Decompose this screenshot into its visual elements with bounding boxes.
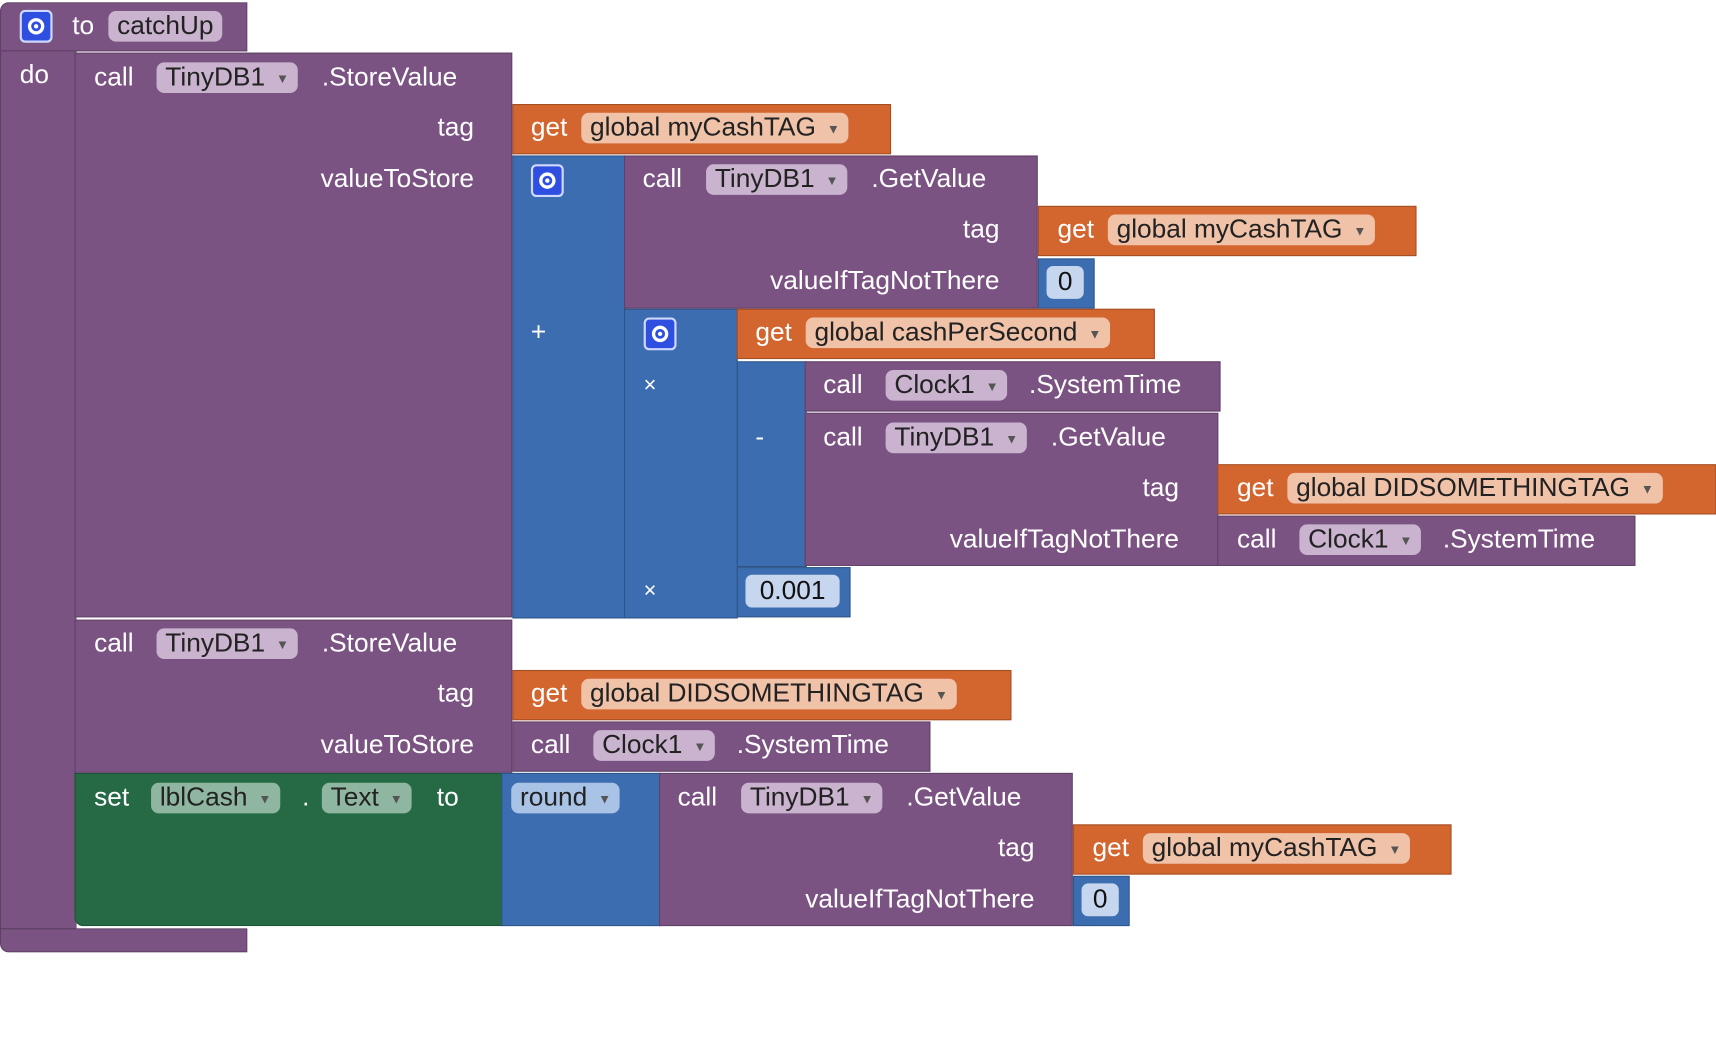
call-label: call <box>823 370 863 400</box>
call-label: call <box>642 164 683 194</box>
math-subtract-block[interactable] <box>736 361 807 568</box>
triangle-down-icon: ▼ <box>860 791 874 807</box>
call-label: call <box>94 628 134 658</box>
plus-operator: + <box>530 317 547 348</box>
procedure-name-field[interactable]: catchUp <box>108 10 223 42</box>
get-label: get <box>530 112 568 143</box>
to-label: to <box>436 782 459 813</box>
number-field[interactable]: 0 <box>1081 883 1119 917</box>
triangle-down-icon: ▼ <box>276 70 290 87</box>
gear-icon[interactable] <box>643 317 677 351</box>
store-value-method: .StoreValue <box>321 62 458 92</box>
variable-dropdown[interactable]: global myCashTAG▼ <box>581 112 849 144</box>
clock-dropdown[interactable]: Clock1▼ <box>885 370 1008 401</box>
call-label: call <box>530 730 571 760</box>
get-label: get <box>530 678 568 709</box>
triangle-down-icon: ▼ <box>1388 841 1402 857</box>
number-field[interactable]: 0.001 <box>745 574 840 608</box>
property-dropdown[interactable]: Text▼ <box>321 782 412 814</box>
math-multiply-block[interactable] <box>623 308 738 619</box>
tag-label: tag <box>997 833 1035 863</box>
tinydb-dropdown[interactable]: TinyDB1▼ <box>156 62 298 94</box>
triangle-down-icon: ▼ <box>1353 222 1367 239</box>
value-if-tag-not-there-label: valueIfTagNotThere <box>949 524 1179 554</box>
value-to-store-label: valueToStore <box>320 730 475 760</box>
system-time-method: .SystemTime <box>736 730 890 760</box>
tinydb-dropdown[interactable]: TinyDB1▼ <box>156 628 298 660</box>
triangle-down-icon: ▼ <box>985 378 999 394</box>
triangle-down-icon: ▼ <box>389 791 403 807</box>
call-label: call <box>1237 524 1277 554</box>
get-value-method: .GetValue <box>906 782 1022 813</box>
times-operator: × <box>643 373 657 398</box>
tinydb-dropdown[interactable]: TinyDB1▼ <box>885 422 1027 454</box>
variable-dropdown[interactable]: global myCashTAG▼ <box>1107 214 1376 246</box>
tinydb-dropdown[interactable]: TinyDB1▼ <box>706 164 848 195</box>
triangle-down-icon: ▼ <box>693 738 707 754</box>
minus-operator: - <box>755 422 765 453</box>
round-dropdown[interactable]: round▼ <box>511 782 620 814</box>
gear-icon[interactable] <box>530 164 564 198</box>
tag-label: tag <box>1142 472 1179 503</box>
procedure-body-rail <box>0 50 77 930</box>
triangle-down-icon: ▼ <box>826 121 840 137</box>
math-add-block[interactable] <box>512 155 627 619</box>
gear-icon[interactable] <box>19 9 53 43</box>
dot-separator: . <box>302 782 310 813</box>
tag-label: tag <box>962 214 1000 245</box>
system-time-block[interactable] <box>512 721 931 772</box>
procedure-bottom <box>0 928 248 953</box>
tag-label: tag <box>437 678 475 709</box>
clock-dropdown[interactable]: Clock1▼ <box>1299 524 1422 556</box>
get-value-method: .GetValue <box>871 164 987 194</box>
triangle-down-icon: ▼ <box>825 172 839 188</box>
variable-dropdown[interactable]: global DIDSOMETHINGTAG▼ <box>581 678 957 710</box>
variable-dropdown[interactable]: global myCashTAG▼ <box>1142 833 1411 864</box>
triangle-down-icon: ▼ <box>276 636 290 653</box>
triangle-down-icon: ▼ <box>1005 430 1019 447</box>
triangle-down-icon: ▼ <box>1399 532 1413 549</box>
triangle-down-icon: ▼ <box>934 687 948 703</box>
store-value-method: .StoreValue <box>321 628 458 658</box>
triangle-down-icon: ▼ <box>598 791 612 807</box>
system-time-method: .SystemTime <box>1442 524 1596 554</box>
clock-dropdown[interactable]: Clock1▼ <box>593 730 716 761</box>
call-label: call <box>94 62 134 92</box>
set-property-block[interactable] <box>74 772 504 927</box>
procedure-do-label: do <box>19 60 49 90</box>
triangle-down-icon: ▼ <box>1088 325 1102 342</box>
value-if-tag-not-there-label: valueIfTagNotThere <box>770 266 1000 296</box>
tag-label: tag <box>437 112 475 143</box>
value-to-store-label: valueToStore <box>320 164 475 194</box>
call-label: call <box>677 782 718 813</box>
system-time-block[interactable] <box>1217 515 1636 566</box>
get-label: get <box>1237 472 1274 503</box>
variable-dropdown[interactable]: global cashPerSecond▼ <box>805 317 1111 349</box>
get-label: get <box>755 317 792 348</box>
get-label: get <box>1057 214 1095 245</box>
set-label: set <box>94 782 130 813</box>
component-dropdown[interactable]: lblCash▼ <box>151 782 281 814</box>
get-value-method: .GetValue <box>1050 422 1166 453</box>
number-field[interactable]: 0 <box>1046 266 1084 299</box>
procedure-to-label: to <box>72 10 95 41</box>
store-value-block-1[interactable] <box>74 52 513 618</box>
system-time-block[interactable] <box>804 361 1221 412</box>
get-label: get <box>1092 833 1130 863</box>
triangle-down-icon: ▼ <box>258 791 272 807</box>
times-operator: × <box>643 579 657 604</box>
triangle-down-icon: ▼ <box>1640 481 1654 497</box>
tinydb-dropdown[interactable]: TinyDB1▼ <box>741 782 883 814</box>
value-if-tag-not-there-label: valueIfTagNotThere <box>805 884 1035 915</box>
variable-dropdown[interactable]: global DIDSOMETHINGTAG▼ <box>1287 472 1663 504</box>
system-time-method: .SystemTime <box>1029 370 1182 400</box>
call-label: call <box>823 422 863 453</box>
